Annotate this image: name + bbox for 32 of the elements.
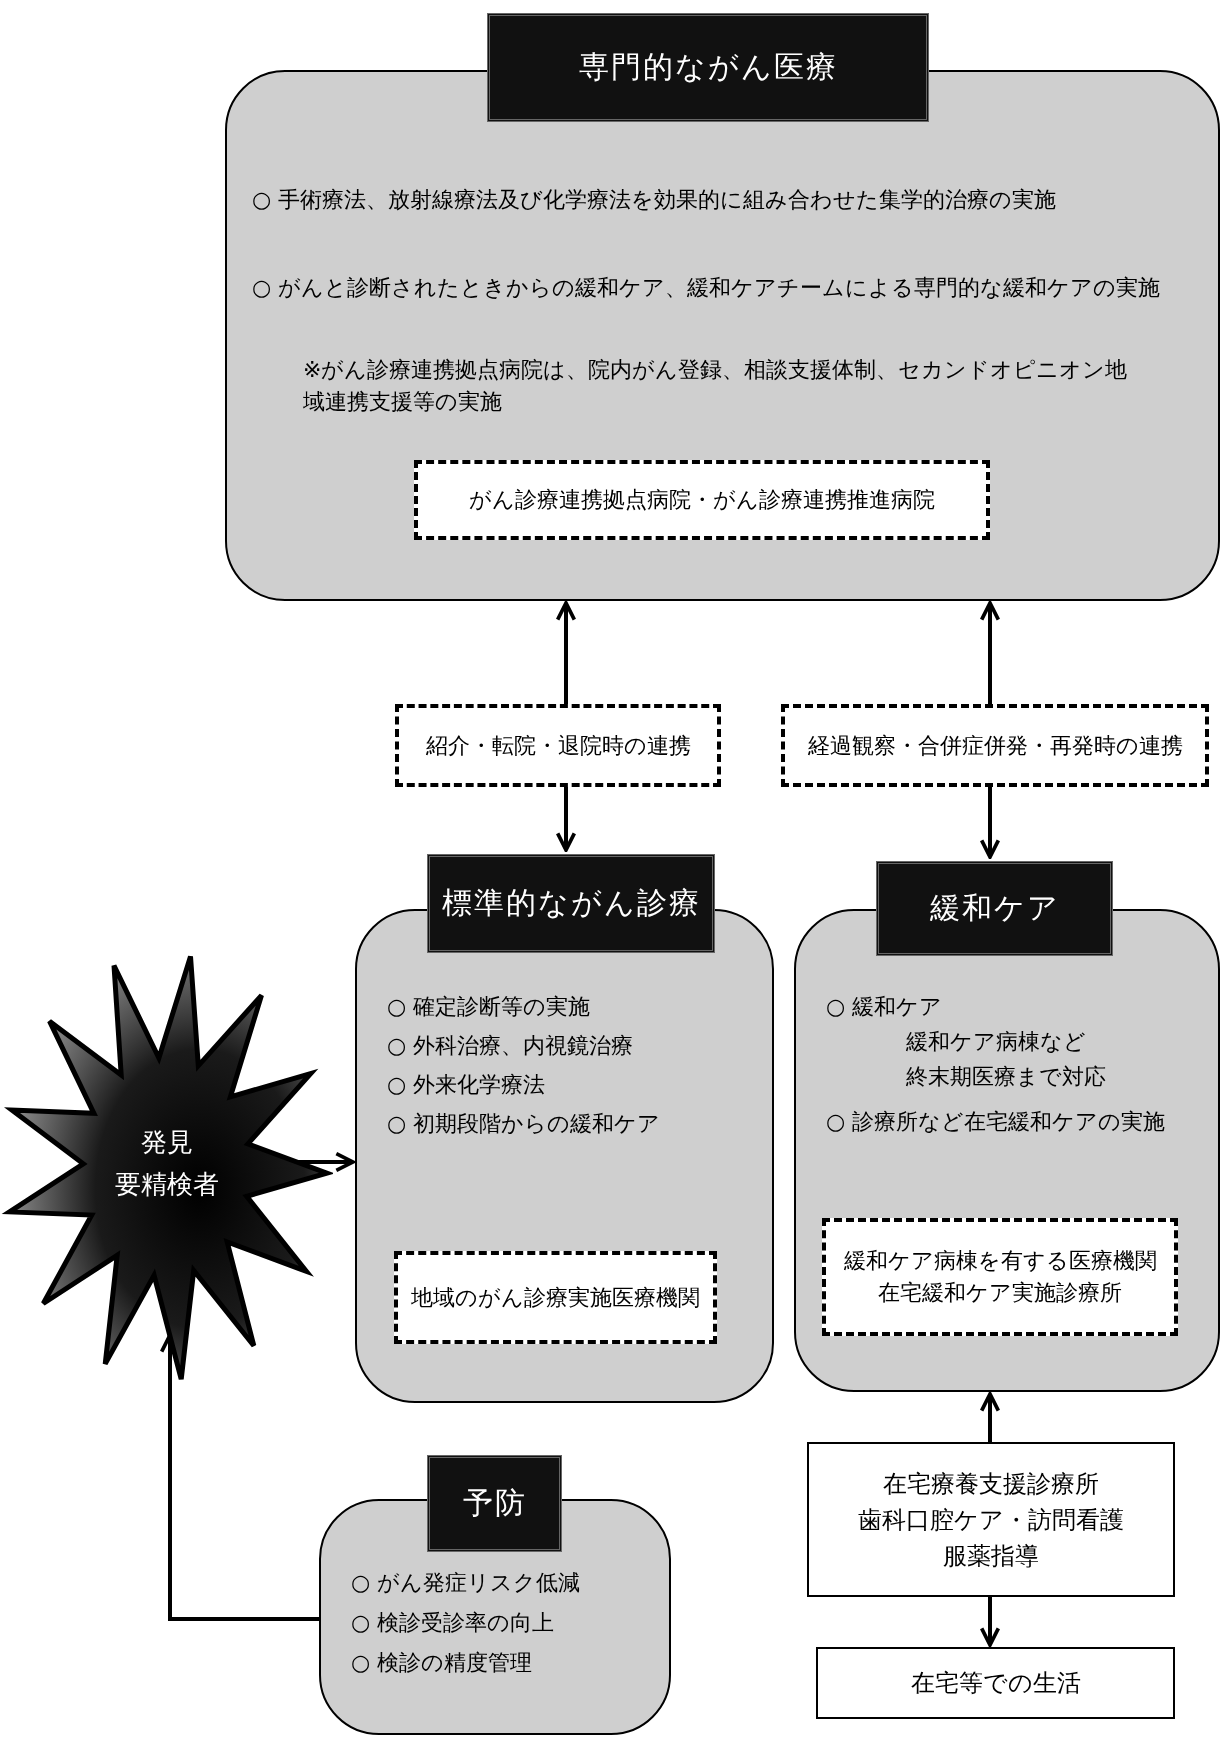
- arrow: [979, 601, 1001, 704]
- bullet-text: ○ 確定診断等の実施: [387, 993, 592, 1021]
- bullet-text: ○ 手術療法、放射線療法及び化学療法を効果的に組み合わせた集学的治療の実施: [252, 186, 1058, 214]
- bullet-text: ○ 初期段階からの緩和ケア: [387, 1110, 662, 1138]
- dashed-box: 緩和ケア病棟を有する医療機関 在宅緩和ケア実施診療所: [822, 1218, 1178, 1336]
- arrow: [979, 1392, 1001, 1442]
- panel-heading: 標準的ながん診療: [427, 854, 715, 953]
- bullet-text: ○ 診療所など在宅緩和ケアの実施: [826, 1108, 1167, 1136]
- dashed-box: がん診療連携拠点病院・がん診療連携推進病院: [414, 460, 990, 540]
- dashed-box: 経過観察・合併症併発・再発時の連携: [781, 704, 1209, 787]
- bullet-text: ○ 検診受診率の向上: [351, 1609, 556, 1637]
- bullet-text: ○ がん発症リスク低減: [351, 1569, 582, 1597]
- bullet-text: ○ がんと診断されたときからの緩和ケア、緩和ケアチームによる専門的な緩和ケアの実施: [252, 274, 1162, 302]
- panel-heading: 予防: [427, 1455, 562, 1552]
- text-box: 在宅等での生活: [816, 1647, 1175, 1719]
- bullet-text: ○ 外来化学療法: [387, 1071, 547, 1099]
- bullet-text: ※がん診療連携拠点病院は、院内がん登録、相談支援体制、セカンドオピニオン地域連携支援等の実施: [303, 356, 1129, 416]
- bullet-text: ○ 外科治療、内視鏡治療: [387, 1032, 635, 1060]
- bullet-text: ○ 緩和ケア: [826, 993, 944, 1021]
- arrow: [979, 1597, 1001, 1647]
- text-box: 在宅療養支援診療所 歯科口腔ケア・訪問看護 服薬指導: [807, 1442, 1175, 1597]
- bullet-text: ○ 検診の精度管理: [351, 1649, 534, 1677]
- arrow: [979, 787, 1001, 859]
- arrow: [555, 601, 577, 704]
- bullet-text: 終末期医療まで対応: [906, 1063, 1107, 1091]
- dashed-box: 地域のがん診療実施医療機関: [394, 1251, 717, 1344]
- panel-heading: 緩和ケア: [876, 861, 1113, 956]
- dashed-box: 紹介・転院・退院時の連携: [395, 704, 721, 787]
- arrow: [555, 787, 577, 852]
- starburst-text: 発見 要精検者: [113, 1126, 220, 1201]
- panel-heading: 専門的ながん医療: [487, 13, 929, 122]
- bullet-text: 緩和ケア病棟など: [906, 1028, 1087, 1056]
